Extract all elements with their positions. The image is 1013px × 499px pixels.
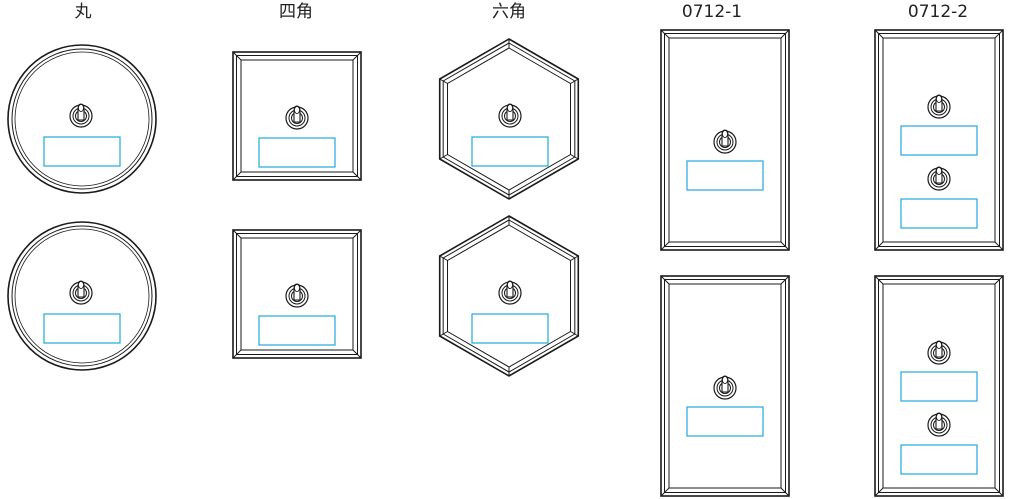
bevel-corner: [780, 29, 790, 39]
bevel-corner: [660, 275, 670, 285]
label-box: [471, 313, 549, 344]
bevel-corner: [660, 241, 670, 251]
toggle-switch-icon: [927, 94, 951, 119]
bevel-corner: [570, 154, 579, 160]
bevel-corner: [352, 51, 362, 61]
column-label-double: 0712-2: [907, 2, 969, 22]
bevel-corner: [232, 349, 242, 359]
label-box: [686, 406, 764, 437]
square-plate-inner: [236, 55, 358, 177]
bevel-corner: [352, 229, 362, 239]
single-plate-inner: [664, 279, 786, 493]
bevel-corner: [874, 241, 884, 251]
bevel-corner: [994, 29, 1004, 39]
bevel-corner: [780, 275, 790, 285]
toggle-switch-icon: [498, 103, 522, 128]
column-label-round: 丸: [74, 2, 92, 22]
toggle-switch-icon: [713, 129, 737, 154]
double-plate-group: [874, 275, 1004, 497]
bevel-corner: [232, 229, 242, 239]
bevel-corner: [780, 241, 790, 251]
label-box: [258, 315, 336, 346]
toggle-switch-icon: [69, 103, 93, 128]
bevel-corner: [660, 29, 670, 39]
label-box: [43, 313, 121, 344]
column-label-square: 四角: [279, 2, 313, 22]
square-plate-face: [240, 237, 354, 351]
bevel-corner: [994, 275, 1004, 285]
label-box: [900, 444, 978, 475]
toggle-switch-icon: [927, 340, 951, 365]
label-box: [43, 136, 121, 167]
bevel-corner: [352, 171, 362, 181]
round-inner: [11, 225, 153, 367]
double-plate-face: [882, 37, 996, 243]
square-plate-face: [240, 59, 354, 173]
bevel-corner: [994, 241, 1004, 251]
round-inner: [11, 48, 153, 190]
double-plate-inner: [878, 279, 1000, 493]
bevel-corner: [660, 487, 670, 497]
bevel-corner: [439, 78, 448, 84]
toggle-switch-icon: [713, 375, 737, 400]
bevel-corner: [570, 78, 579, 84]
bevel-corner: [874, 29, 884, 39]
single-plate-face: [668, 283, 782, 489]
toggle-switch-icon: [927, 412, 951, 437]
toggle-switch-icon: [498, 280, 522, 305]
bevel-corner: [874, 487, 884, 497]
label-box: [900, 125, 978, 156]
double-plate-group: [874, 29, 1004, 251]
toggle-switch-icon: [285, 105, 309, 130]
round-face: [14, 228, 150, 364]
label-box: [258, 137, 336, 168]
round-face: [14, 51, 150, 187]
label-box: [900, 198, 978, 229]
bevel-corner: [439, 255, 448, 261]
double-plate: [874, 275, 1004, 497]
bevel-corner: [352, 349, 362, 359]
column-label-single: 0712-1: [681, 2, 743, 22]
column-label-hexagon: 六角: [492, 2, 526, 22]
double-plate-face: [882, 283, 996, 489]
bevel-corner: [874, 275, 884, 285]
label-box: [686, 160, 764, 191]
bevel-corner: [439, 154, 448, 160]
bevel-corner: [570, 331, 579, 337]
toggle-switch-icon: [927, 166, 951, 191]
double-plate: [874, 29, 1004, 251]
label-box: [900, 371, 978, 402]
bevel-corner: [994, 487, 1004, 497]
toggle-switch-icon: [285, 283, 309, 308]
square-plate-inner: [236, 233, 358, 355]
double-plate-inner: [878, 33, 1000, 247]
label-box: [471, 136, 549, 167]
single-plate-face: [668, 37, 782, 243]
bevel-corner: [232, 171, 242, 181]
single-plate-inner: [664, 33, 786, 247]
bevel-corner: [232, 51, 242, 61]
bevel-corner: [439, 331, 448, 337]
bevel-corner: [780, 487, 790, 497]
bevel-corner: [570, 255, 579, 261]
toggle-switch-icon: [69, 280, 93, 305]
